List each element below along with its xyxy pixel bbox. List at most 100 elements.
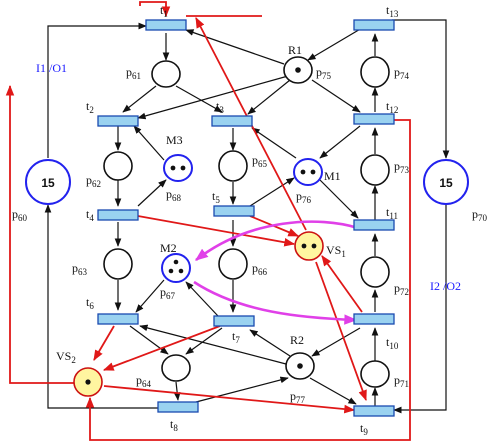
place-p61-label-sub: 61: [132, 71, 141, 81]
place-p64-label-sub: 64: [142, 379, 152, 389]
place-p66-label: p66: [252, 261, 268, 277]
place-p71-label-main: p: [394, 373, 400, 387]
place-p65[interactable]: [218, 150, 248, 182]
place-p77-label: p77: [290, 389, 306, 405]
place-m2-p67[interactable]: [161, 253, 191, 283]
place-p76-label-sub: 76: [302, 195, 312, 205]
transition-t2-label-sub: 2: [89, 105, 94, 115]
place-p73[interactable]: [360, 154, 390, 186]
transition-t8-label: t8: [170, 417, 178, 433]
token-m3-a: [170, 165, 176, 171]
places: [25, 56, 469, 397]
place-p61-label-main: p: [126, 65, 132, 79]
place-p60-label-sub: 60: [18, 213, 28, 223]
place-p73-label: p73: [394, 159, 410, 175]
place-m1-p76[interactable]: [293, 158, 323, 186]
transition-t11[interactable]: [353, 219, 395, 231]
transition-t5-label-main: t: [212, 189, 216, 203]
place-vs1[interactable]: [294, 231, 324, 261]
place-p61-label: p61: [126, 65, 141, 81]
place-p64[interactable]: [161, 354, 191, 382]
transition-t7-label-main: t: [232, 329, 236, 343]
place-m3-p68[interactable]: [163, 154, 193, 182]
transition-t13-label-main: t: [386, 3, 390, 17]
place-p61[interactable]: [151, 60, 181, 88]
place-p65-label-main: p: [252, 153, 258, 167]
m2-label: M2: [160, 241, 177, 255]
vs2-label: VS2: [56, 349, 76, 365]
m1-label: M1: [324, 169, 341, 183]
place-p74-label-main: p: [394, 65, 400, 79]
transition-t8[interactable]: [157, 401, 199, 413]
r2-label: R2: [290, 333, 304, 347]
place-p60-label-main: p: [12, 207, 18, 221]
token-m1-a: [300, 169, 306, 175]
transition-t12-label-main: t: [386, 99, 390, 113]
transition-t9-label-sub: 9: [363, 427, 368, 437]
place-p74[interactable]: [360, 56, 390, 88]
vs2-label-sub: 2: [71, 355, 76, 365]
place-p63-label-sub: 63: [78, 267, 88, 277]
place-p67-label-main: p: [160, 285, 166, 299]
transition-t13-label: t13: [386, 3, 399, 19]
place-p62-label-main: p: [86, 173, 92, 187]
place-p75-label-sub: 75: [322, 71, 332, 81]
token-r2: [297, 363, 303, 369]
place-p75-label: p75: [316, 65, 332, 81]
transition-t12[interactable]: [353, 113, 395, 125]
place-p74-label: p74: [394, 65, 410, 81]
place-p66-label-sub: 66: [258, 267, 268, 277]
transition-t13[interactable]: [353, 19, 395, 31]
r1-label: R1: [288, 43, 302, 57]
transition-t9[interactable]: [353, 405, 395, 417]
transition-t1[interactable]: [145, 19, 187, 31]
transition-t11-label-sub: 11: [389, 211, 398, 221]
transition-t5[interactable]: [213, 205, 255, 217]
transitions: [97, 19, 395, 417]
transition-t6-label-sub: 6: [89, 301, 94, 311]
token-m2-a: [173, 259, 179, 265]
transition-t7[interactable]: [213, 315, 255, 327]
vs1-label-main: VS: [326, 243, 341, 257]
place-p71-label: p71: [394, 373, 409, 389]
transition-t6[interactable]: [97, 313, 139, 325]
token-vs2: [85, 379, 91, 385]
place-p70[interactable]: [423, 159, 469, 205]
transition-t5-label: t5: [212, 189, 220, 205]
token-r1: [295, 67, 301, 73]
place-p72-label: p72: [394, 281, 409, 297]
transition-t3[interactable]: [211, 115, 253, 127]
transition-t12-label: t12: [386, 99, 398, 115]
transition-t2-label-main: t: [86, 99, 90, 113]
place-p70-label-sub: 70: [478, 213, 488, 223]
io-right-label: I2 /O2: [430, 279, 461, 293]
token-m2-b: [168, 268, 174, 274]
place-p72[interactable]: [360, 256, 390, 288]
place-p72-label-main: p: [394, 281, 400, 295]
transition-t1-label-main: t: [160, 3, 164, 17]
place-p63[interactable]: [103, 248, 133, 280]
transition-t4-label-main: t: [86, 207, 90, 221]
place-labels: p60p61p62p63p64p65p66p67p68p70p71p72p73p…: [12, 65, 488, 405]
place-p60[interactable]: [25, 159, 71, 205]
place-p66[interactable]: [218, 248, 248, 280]
transition-t3-label-main: t: [216, 99, 220, 113]
place-p71[interactable]: [360, 360, 390, 388]
place-p66-label-main: p: [252, 261, 258, 275]
transition-t2[interactable]: [97, 115, 139, 127]
transition-t10[interactable]: [353, 313, 395, 325]
transition-t10-label-main: t: [386, 335, 390, 349]
token-vs1-a: [301, 243, 307, 249]
place-p62[interactable]: [103, 151, 133, 181]
red-arcs: [5, 1, 411, 441]
transition-t9-label: t9: [360, 421, 368, 437]
transition-t4[interactable]: [97, 209, 139, 221]
place-p76-label-main: p: [296, 189, 302, 203]
transition-t1-label-sub: 1: [163, 9, 168, 19]
place-p70-label: p70: [472, 207, 488, 223]
place-p64-label-main: p: [136, 373, 142, 387]
transition-t7-label-sub: 7: [235, 335, 240, 345]
place-p67-label-sub: 67: [166, 291, 176, 301]
